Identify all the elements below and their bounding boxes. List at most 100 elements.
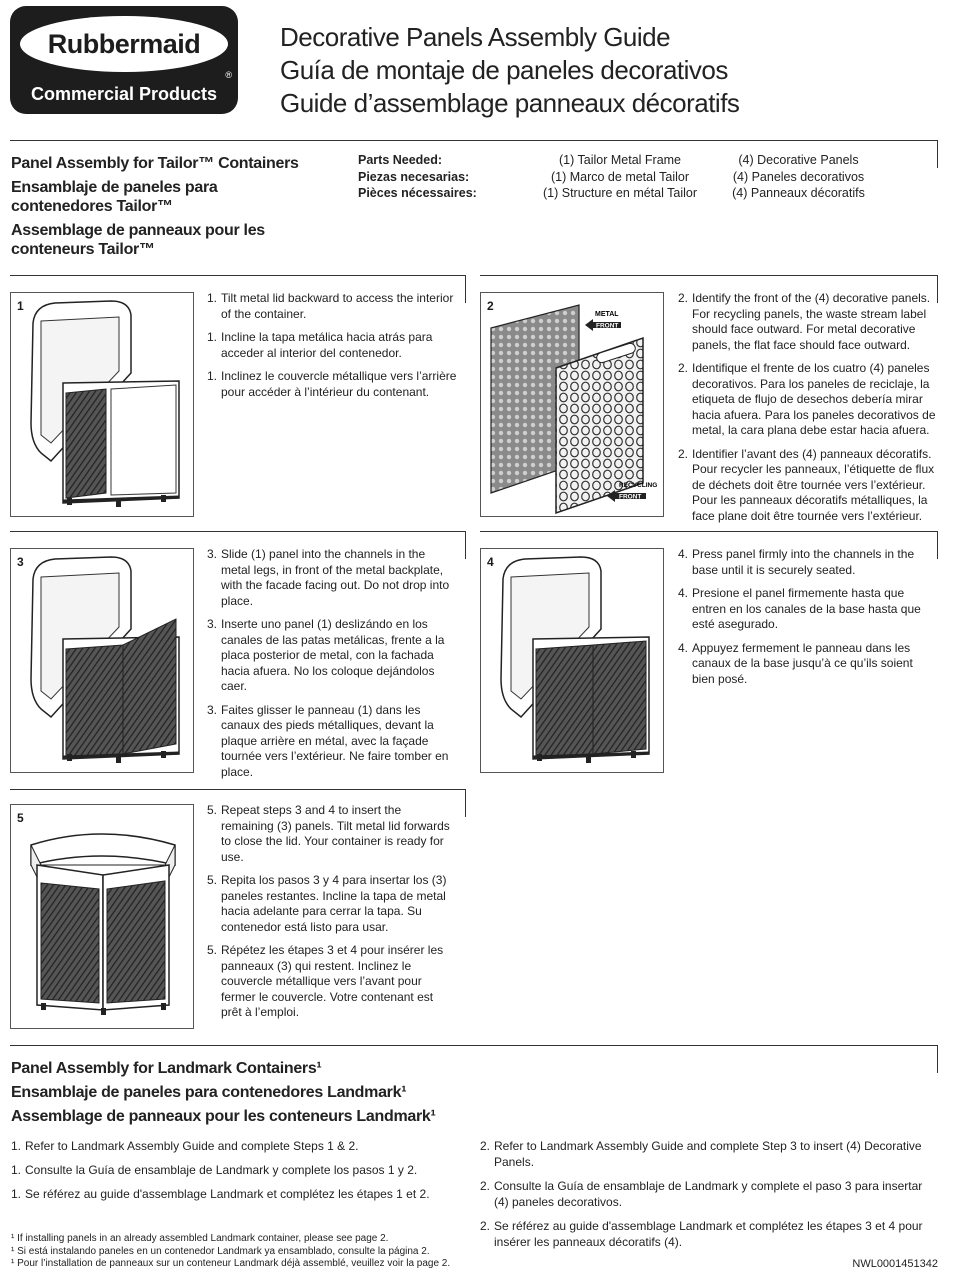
step-text: Identifier l’avant des (4) panneaux déco… — [692, 446, 935, 523]
step-number: 3. — [207, 547, 218, 561]
step-number: 4. — [678, 547, 689, 561]
step-2-en: 2.Identify the front of the (4) decorati… — [678, 291, 936, 353]
step-number: 2. — [678, 446, 689, 461]
step-number: 4. — [678, 586, 689, 600]
step-text: Slide (1) panel into the channels in the… — [221, 547, 450, 608]
figure-step-1: 1 — [10, 292, 194, 517]
tailor-heading-es-1: Ensamblaje de paneles para — [11, 179, 218, 196]
step-2-es: 2.Identifique el frente de los cuatro (4… — [678, 361, 936, 439]
row-rule-2 — [480, 275, 937, 276]
step-1-text: 1.Tilt metal lid backward to access the … — [207, 291, 457, 408]
parts-frame-en: (1) Tailor Metal Frame — [558, 153, 682, 167]
landmark-step-2-en: 2.Refer to Landmark Assembly Guide and c… — [480, 1138, 935, 1170]
parts-frame-fr: (1) Structure en métal Tailor — [543, 186, 697, 200]
parts-frame-es: (1) Marco de metal Tailor — [550, 169, 689, 184]
figure-number: 2 — [487, 299, 494, 313]
row-rule-1 — [10, 275, 465, 276]
rule-tick — [937, 531, 938, 559]
step-text: Répétez les étapes 3 et 4 pour insérer l… — [221, 943, 444, 1019]
step-text: Presione el panel firmemente hasta que e… — [692, 586, 921, 631]
step-text: Inclinez le couvercle métallique vers l’… — [221, 369, 457, 399]
step-number: 3. — [207, 702, 218, 717]
landmark-heading-es: Ensamblaje de paneles para contenedores … — [11, 1084, 407, 1101]
step-2-fr: 2.Identifier l’avant des (4) panneaux dé… — [678, 447, 936, 525]
landmark-step-1: 1.Refer to Landmark Assembly Guide and c… — [11, 1138, 461, 1210]
parts-label-en: Parts Needed: — [358, 153, 443, 167]
step-text: Tilt metal lid backward to access the in… — [221, 291, 454, 321]
tailor-heading-en: Panel Assembly for Tailor™ Containers — [11, 155, 299, 172]
step-number: 1. — [207, 291, 218, 305]
figure-number: 5 — [17, 811, 24, 825]
section-rule-tailor — [10, 140, 937, 141]
step-text: Identifique el frente de los cuatro (4) … — [692, 361, 936, 437]
step-number: 5. — [207, 803, 218, 817]
landmark-heading-en: Panel Assembly for Landmark Containers¹ — [11, 1060, 322, 1077]
rule-tick — [937, 275, 938, 303]
step-3-es: 3.Inserte uno panel (1) deslizándo en lo… — [207, 617, 457, 695]
front-label-recycling: FRONT — [619, 494, 641, 501]
container-closed-illustration — [30, 833, 176, 1015]
step-number: 1. — [11, 1163, 22, 1177]
step-text: Repeat steps 3 and 4 to insert the remai… — [221, 803, 450, 864]
recycling-label: RECYCLING — [619, 482, 657, 489]
parts-panels: (4) Decorative Panels (4) Paneles decora… — [716, 152, 881, 202]
landmark-step-1-en: 1.Refer to Landmark Assembly Guide and c… — [11, 1138, 461, 1154]
rule-tick — [937, 140, 938, 168]
landmark-step-1-fr: 1.Se référez au guide d'assemblage Landm… — [11, 1186, 461, 1202]
row-rule-5 — [10, 789, 465, 790]
parts-frame: (1) Tailor Metal Frame (1) Marco de meta… — [530, 152, 710, 202]
figure-number: 3 — [17, 555, 24, 569]
container-press-panel-illustration — [500, 556, 650, 763]
step-3-text: 3.Slide (1) panel into the channels in t… — [207, 547, 457, 788]
figure-step-5: 5 — [10, 804, 194, 1029]
step-text: Consulte la Guía de ensamblaje de Landma… — [25, 1163, 418, 1177]
section-rule-landmark — [10, 1045, 937, 1046]
step-number: 2. — [480, 1219, 491, 1233]
step-text: Identify the front of the (4) decorative… — [692, 291, 931, 352]
figure-number: 4 — [487, 555, 494, 569]
front-label-metal: FRONT — [596, 323, 618, 330]
footnote-fr: ¹ Pour l’installation de panneaux sur un… — [11, 1258, 451, 1269]
rule-tick — [937, 1045, 938, 1073]
step-number: 4. — [678, 640, 689, 655]
step-number: 1. — [11, 1139, 22, 1153]
landmark-heading-fr: Assemblage de panneaux pour les conteneu… — [11, 1108, 436, 1125]
step-text: Refer to Landmark Assembly Guide and com… — [25, 1139, 359, 1153]
parts-panels-fr: (4) Panneaux décoratifs — [732, 186, 865, 200]
step-4-en: 4.Press panel firmly into the channels i… — [678, 547, 928, 578]
step-4-es: 4.Presione el panel firmemente hasta que… — [678, 586, 928, 633]
tailor-heading-fr-1: Assemblage de panneaux pour les — [11, 222, 265, 239]
step-text: Incline la tapa metálica hacia atrás par… — [221, 330, 433, 360]
step-number: 5. — [207, 943, 218, 957]
step-number: 2. — [480, 1179, 491, 1193]
step-text: Consulte la Guía de ensamblaje de Landma… — [494, 1179, 923, 1209]
step-number: 2. — [678, 361, 689, 375]
rule-tick — [465, 531, 466, 559]
tailor-heading-es-2: contenedores Tailor™ — [11, 198, 173, 215]
parts-panels-es: (4) Paneles decorativos — [732, 169, 865, 184]
row-rule-3 — [10, 531, 465, 532]
footnote-es: ¹ Si está instalando paneles en un conte… — [11, 1245, 430, 1257]
title-en: Decorative Panels Assembly Guide — [280, 22, 671, 52]
step-number: 2. — [480, 1139, 491, 1153]
step-1-es: 1.Incline la tapa metálica hacia atrás p… — [207, 330, 457, 361]
rubbermaid-logo: Rubbermaid ® Commercial Products — [10, 6, 238, 114]
step-text: Refer to Landmark Assembly Guide and com… — [494, 1139, 922, 1169]
step-text: Se référez au guide d'assemblage Landmar… — [494, 1219, 923, 1249]
logo-brand: Rubbermaid — [47, 28, 201, 59]
logo-registered-mark: ® — [225, 70, 232, 80]
step-2-text: 2.Identify the front of the (4) decorati… — [678, 291, 936, 532]
step-number: 3. — [207, 617, 218, 631]
rule-tick — [465, 789, 466, 817]
parts-label-fr: Pièces nécessaires: — [358, 186, 477, 200]
document-code: NWL0001451342 — [852, 1258, 938, 1270]
step-5-text: 5.Repeat steps 3 and 4 to insert the rem… — [207, 803, 457, 1029]
step-5-fr: 5.Répétez les étapes 3 et 4 pour insérer… — [207, 943, 457, 1021]
logo-oval: Rubbermaid — [20, 16, 228, 72]
parts-label-es: Piezas necesarias: — [358, 169, 470, 184]
panels-illustration: METAL FRONT RECYCLING FRONT — [490, 304, 657, 515]
logo-subtitle: Commercial Products — [30, 84, 218, 104]
step-number: 1. — [11, 1187, 22, 1201]
row-rule-4 — [480, 531, 937, 532]
footnotes: ¹ If installing panels in an already ass… — [11, 1233, 450, 1271]
